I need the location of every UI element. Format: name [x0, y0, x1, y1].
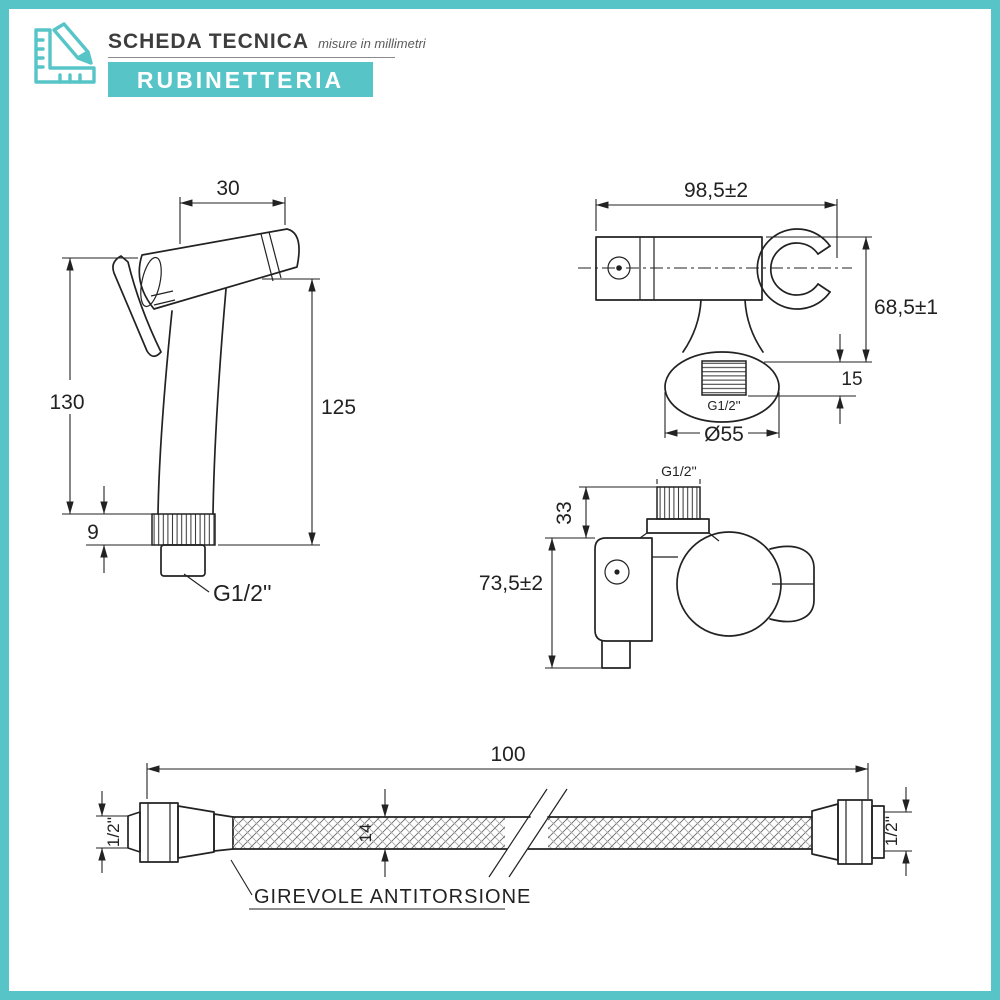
bracket-body: [595, 236, 763, 301]
hose-right-nut: [837, 799, 873, 865]
holder-fork-outer: [756, 228, 831, 310]
hose-braid-right: [548, 817, 812, 849]
page-title: SCHEDA TECNICA: [108, 30, 310, 53]
sprayer-dim-height-left: 130: [49, 391, 84, 414]
hose-braid-left: [233, 817, 505, 849]
wall-plate: [664, 351, 780, 423]
ruler-pencil-icon: [34, 22, 96, 84]
hose-dim-fitting-left: 1/2'': [104, 817, 123, 847]
set-screw: [607, 256, 631, 280]
side-holder-fork: [769, 545, 815, 623]
sprayer-dim-thread-height: 9: [87, 521, 99, 544]
thread-collar: [646, 518, 710, 534]
header-divider: [108, 57, 395, 58]
side-set-screw: [604, 559, 630, 585]
sprayer-dim-height-right: 125: [321, 396, 356, 419]
page-subtitle: misure in millimetri: [318, 36, 426, 51]
sprayer-trigger: [112, 255, 162, 358]
bracket-side-drawing: G1/2'' 33 73,5±2: [479, 463, 815, 669]
side-outlet-pipe: [601, 640, 631, 669]
sprayer-connector: [160, 544, 206, 577]
bracket-side-dim-height: 73,5±2: [479, 572, 543, 595]
category-banner: RUBINETTERIA: [108, 62, 373, 97]
hose-note: GIREVOLE ANTITORSIONE: [254, 886, 531, 908]
hose-left-nut: [139, 802, 179, 863]
bracket-side-dim-thread-offset: 33: [553, 501, 576, 524]
bracket-side-thread-label: G1/2'': [661, 463, 697, 479]
bracket-front-drawing: G1/2'' 98,5±2 68,5±1 15 Ø55: [578, 179, 938, 446]
hose-dim-diameter: 14: [356, 824, 375, 843]
bracket-dim-thread-length: 15: [841, 369, 862, 390]
holder-fork-inner: [769, 242, 819, 296]
sprayer-thread-label: G1/2'': [213, 580, 272, 606]
sprayer-drawing: 30 130 9 125 G1/2'': [49, 177, 356, 606]
bracket-thread: [701, 360, 747, 396]
hose-break-marks: [488, 788, 568, 878]
hose-drawing: 100 1/2'' 14: [96, 743, 912, 910]
side-wall-plate: [676, 531, 782, 637]
header-title-row: SCHEDA TECNICA misure in millimetri: [108, 30, 426, 54]
sprayer-dim-head-width: 30: [216, 177, 239, 200]
bracket-dim-width: 98,5±2: [684, 179, 748, 202]
bracket-front-thread-label: G1/2'': [707, 398, 740, 413]
bracket-side-thread: [656, 486, 701, 520]
hose-dim-fitting-right: 1/2'': [882, 816, 901, 846]
sprayer-thread: [151, 513, 216, 546]
hose-left-nipple: [127, 811, 141, 853]
hose-dim-length: 100: [490, 743, 525, 766]
bracket-dim-height: 68,5±1: [874, 296, 938, 319]
sprayer-face: [140, 256, 162, 308]
side-valve-body: [594, 537, 653, 642]
bracket-dim-plate-diameter: Ø55: [704, 423, 744, 446]
hose-right-cap: [871, 805, 885, 859]
